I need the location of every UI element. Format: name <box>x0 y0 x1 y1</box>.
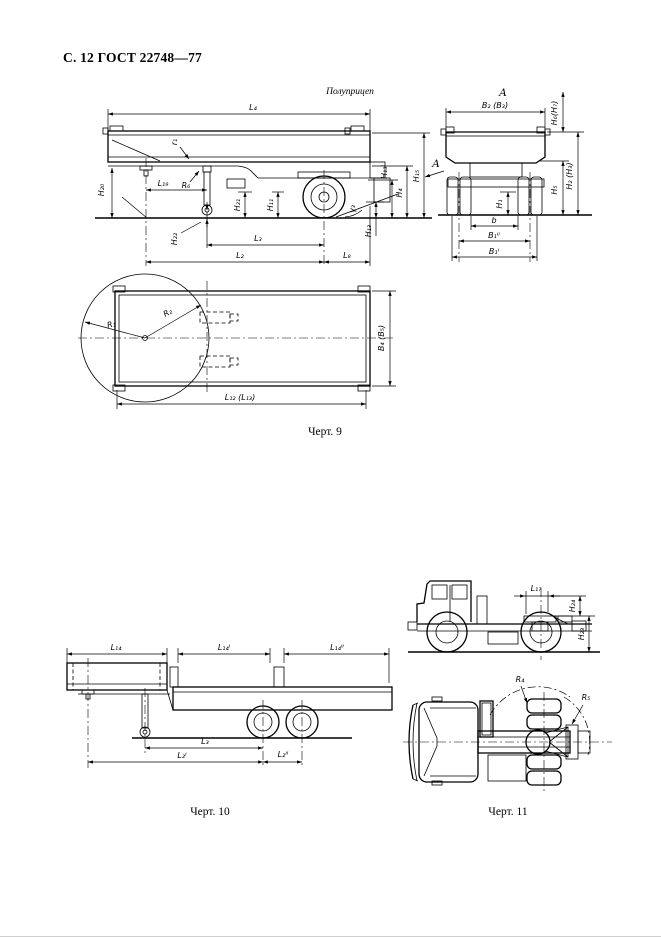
dim-H13: H₁₃ <box>364 225 373 237</box>
dim-L8: L₈ <box>343 251 351 260</box>
fig9-side-view: L₄ r₁ H₂₀ L₁₉ R₆ H₂₂ H₂₁ H₁₁ γ₃ H₁₃ <box>95 103 445 266</box>
figure9-title: Полуприцеп <box>326 87 374 97</box>
figure10-caption: Черт. 10 <box>190 806 230 818</box>
dim-H22: H₂₂ <box>170 232 179 245</box>
dim-H4: H₄ <box>395 188 404 198</box>
figure9-caption: Черт. 9 <box>308 426 342 438</box>
dim-H11: H₁₁ <box>266 199 275 211</box>
dim-L12: L₁₂ (L₁₃) <box>225 393 256 402</box>
dim-R5: R₅ <box>582 693 591 702</box>
dim-H20: H₂₀ <box>97 183 106 196</box>
fig9-rear-view: А B₂ (B₃) H₆(H₇) H₂ (H₃) <box>438 87 592 262</box>
dim-b: b <box>491 216 496 225</box>
dim-L4: L₄ <box>249 103 257 112</box>
dim-gamma3: γ₃ <box>348 205 357 213</box>
page-header: С. 12 ГОСТ 22748—77 <box>63 50 202 65</box>
fig10-drawing: L₁₄ L₁₄ᴵ L₁₄ᴵᴵ L₃ L₂ᴵ L₂ᴵᴵ <box>66 643 393 768</box>
fig11-plan-view: R₄ R₅ <box>403 675 612 792</box>
dim-L19: L₁₉ <box>158 179 170 188</box>
dim-H5: H₅ <box>550 185 559 194</box>
dim-L17: L₁₇ <box>531 584 543 593</box>
dim-B1II: B₁ᴵᴵ <box>488 231 500 240</box>
dim-R2: R₂ <box>162 306 175 319</box>
dim-L3-fig10: L₃ <box>201 737 209 746</box>
dim-H21: H₂₁ <box>233 199 242 211</box>
dim-L14I: L₁₄ᴵ <box>218 643 231 652</box>
rear-view-title: А <box>498 87 507 99</box>
dim-H23: H₂₃ <box>577 628 586 640</box>
dim-R6: R₆ <box>182 181 192 190</box>
dim-L2: L₂ <box>236 251 244 260</box>
fig9-plan-view: R₁ R₂ B₄ (B₅) L₁₂ (L₁₃) <box>78 273 396 409</box>
dim-r1: r₁ <box>170 139 179 146</box>
dim-H24: H₂₄ <box>568 599 577 612</box>
figure11-caption: Черт. 11 <box>488 806 528 818</box>
dim-R1: R₁ <box>106 319 117 330</box>
dim-B1I: B₁ᴵ <box>489 247 500 256</box>
dim-L2I: L₂ᴵ <box>177 751 187 760</box>
dim-H1: H₁ <box>495 199 504 208</box>
dim-B4: B₄ (B₅) <box>377 325 386 351</box>
dim-H15: H₁₅ <box>412 170 421 182</box>
dim-H6: H₆(H₇) <box>550 101 559 126</box>
dim-L14: L₁₄ <box>111 643 123 652</box>
dim-H13I: H₁₃ᴵ <box>380 165 389 179</box>
view-a-arrow-label: А <box>431 158 440 170</box>
dim-R4: R₄ <box>516 675 526 684</box>
dim-B2: B₂ (B₃) <box>482 101 508 110</box>
dim-L14II: L₁₄ᴵᴵ <box>330 643 344 652</box>
fig11-side-view: L₁₇ H₂₄ H₂₃ <box>407 580 600 660</box>
dim-L2II: L₂ᴵᴵ <box>278 750 289 759</box>
dim-H2: H₂ (H₃) <box>565 162 574 189</box>
dim-L3: L₃ <box>254 234 262 243</box>
